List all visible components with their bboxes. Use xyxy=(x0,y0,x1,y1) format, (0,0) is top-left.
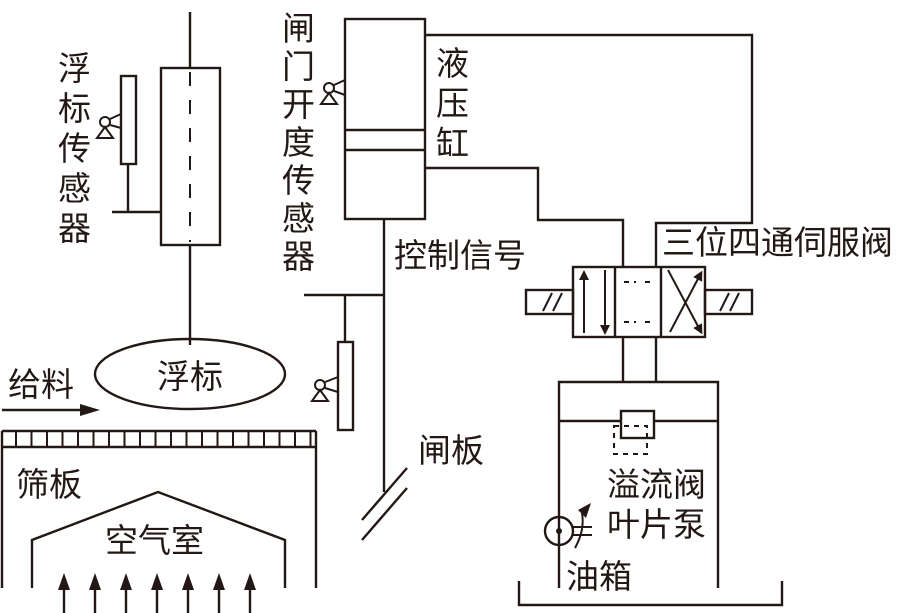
up-arrow-icon xyxy=(182,573,194,590)
float-label: 浮标 xyxy=(157,357,223,396)
label-char: 浮 xyxy=(58,49,91,88)
gate-plate-icon xyxy=(361,467,408,541)
right-solenoid xyxy=(703,288,754,316)
relief-valve-label: 溢流阀 xyxy=(607,465,706,504)
servo-valve-label: 三位四通伺服阀 xyxy=(662,223,893,262)
up-arrow-icon xyxy=(89,573,101,590)
hydraulic-line-upper xyxy=(425,33,754,267)
float-sensor-pivot-icon xyxy=(95,113,122,139)
label-char: 闸 xyxy=(282,9,315,48)
feed-arrow-icon xyxy=(80,404,100,416)
vane-pump-icon xyxy=(543,503,592,549)
relief-valve-icon xyxy=(619,409,656,440)
label-char: 器 xyxy=(282,237,315,276)
label-char: 开 xyxy=(282,85,315,124)
air-chamber-outline xyxy=(30,490,287,588)
oil-tank-label: 油箱 xyxy=(566,557,632,596)
label-char: 传 xyxy=(282,161,315,200)
left-solenoid xyxy=(524,288,575,316)
label-char: 压 xyxy=(436,84,469,123)
up-arrow-icon xyxy=(120,573,132,590)
pump-tank-block xyxy=(517,380,784,607)
float-sensor-body xyxy=(119,74,138,166)
up-arrow-icon xyxy=(58,573,70,590)
sieve-plate xyxy=(0,429,318,588)
gate-plate-label: 闸板 xyxy=(418,431,484,470)
cross-arrow-down-icon xyxy=(667,269,703,335)
sieve-plate-label: 筛板 xyxy=(16,465,82,504)
float-sensor-assembly xyxy=(95,12,222,345)
vane-pump-label: 叶片泵 xyxy=(607,505,706,544)
label-char: 标 xyxy=(58,89,91,128)
control-signal-label: 控制信号 xyxy=(394,236,526,275)
air-chamber-label: 空气室 xyxy=(105,521,204,560)
up-arrow-icon xyxy=(213,573,225,590)
hydraulic-cylinder xyxy=(343,17,427,221)
hydraulic-line-lower xyxy=(425,166,625,267)
cylinder-label: 液压缸 xyxy=(436,44,469,163)
gate-sensor-body xyxy=(336,340,355,432)
float-ellipse xyxy=(93,337,287,411)
label-char: 感 xyxy=(282,199,315,238)
up-arrow-icon xyxy=(151,573,163,590)
gate-sensor-pivot-icon xyxy=(319,79,346,105)
label-char: 度 xyxy=(282,123,315,162)
label-char: 门 xyxy=(282,47,315,86)
servo-valve xyxy=(524,265,754,339)
label-char: 感 xyxy=(58,169,91,208)
label-char: 器 xyxy=(58,209,91,248)
feed-label: 给料 xyxy=(8,365,74,404)
gate-sensor-lower-pivot-icon xyxy=(310,376,339,402)
label-char: 液 xyxy=(436,44,469,83)
air-flow-arrows xyxy=(58,573,256,613)
label-char: 传 xyxy=(58,129,91,168)
up-arrow-icon xyxy=(244,573,256,590)
oil-tank-outline xyxy=(517,581,784,607)
label-char: 缸 xyxy=(436,124,469,163)
